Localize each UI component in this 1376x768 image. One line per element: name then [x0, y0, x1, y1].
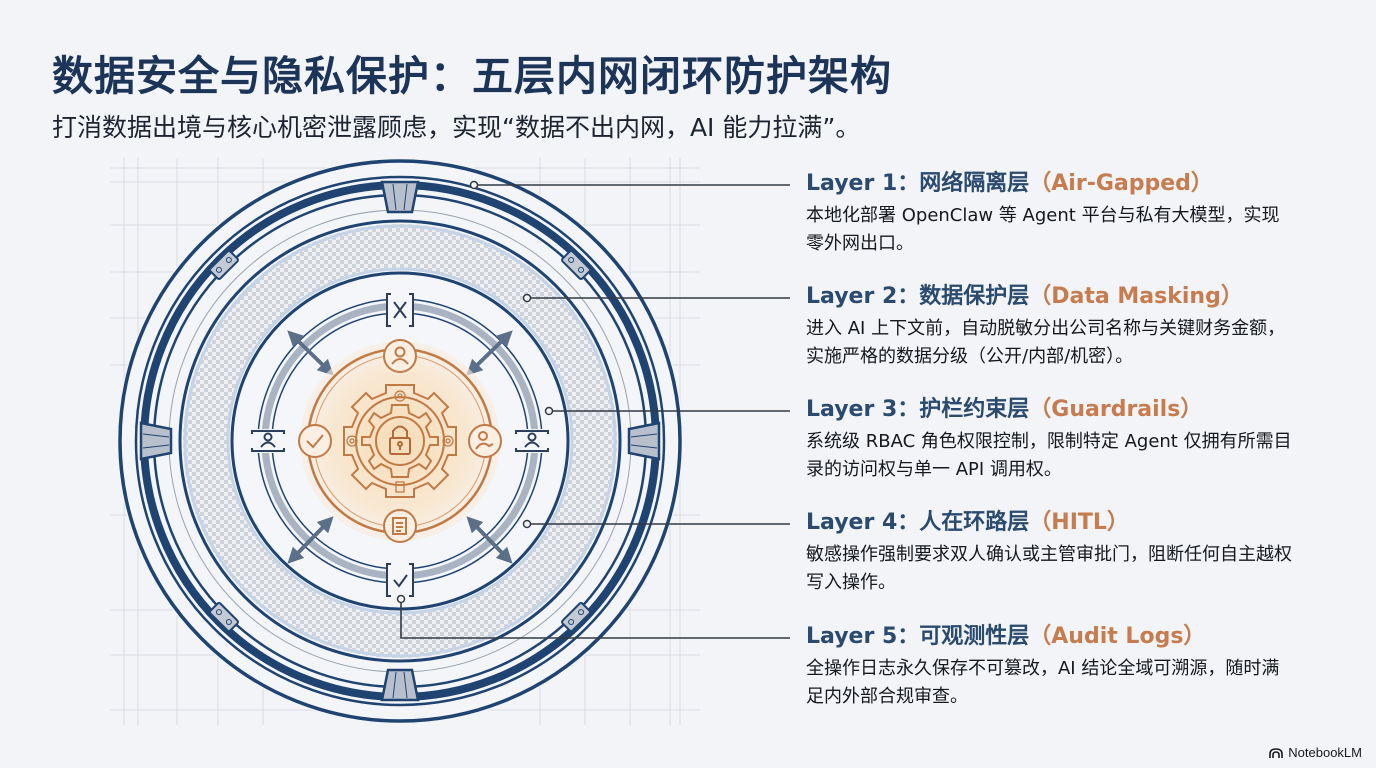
ring-data-masking	[178, 219, 622, 663]
gear-icon	[343, 384, 457, 498]
layer-3-guardrails: Layer 3：护栏约束层（Guardrails） 系统级 RBAC 角色权限控…	[806, 396, 1326, 484]
user-handoff-icon	[468, 424, 502, 458]
layer-description: 敏感操作强制要求双人确认或主管审批门，阻断任何自主越权写入操作。	[806, 544, 1292, 593]
layer-description: 系统级 RBAC 角色权限控制，限制特定 Agent 仅拥有所需目录的访问权与单…	[806, 431, 1292, 480]
person-icon	[514, 429, 550, 453]
layer-heading: Layer 4：人在环路层（HITL）	[806, 510, 1129, 535]
layer-description: 全操作日志永久保存不可篡改，AI 结论全域可溯源，随时满足内外部合规审查。	[806, 658, 1280, 707]
leader-dots	[396, 180, 554, 604]
check-icon	[386, 563, 414, 597]
document-icon	[383, 509, 417, 543]
padlock-icon	[389, 425, 411, 455]
ring-clamps	[208, 249, 592, 633]
expand-arrows	[287, 330, 513, 564]
brand-label: NotebookLM	[1288, 745, 1362, 760]
layer-heading: Layer 5：可观测性层（Audit Logs）	[806, 624, 1206, 649]
layer-heading: Layer 2：数据保护层（Data Masking）	[806, 284, 1243, 309]
cog-icons	[346, 390, 454, 493]
layer-4-hitl: Layer 4：人在环路层（HITL） 敏感操作强制要求双人确认或主管审批门，阻…	[806, 509, 1326, 597]
ring-connectors	[139, 180, 661, 702]
person-icon	[250, 429, 286, 453]
page-title: 数据安全与隐私保护：五层内网闭环防护架构	[52, 52, 892, 100]
layer-heading: Layer 3：护栏约束层（Guardrails）	[806, 397, 1203, 422]
layer-2-data-masking: Layer 2：数据保护层（Data Masking） 进入 AI 上下文前，自…	[806, 283, 1326, 371]
check-icon	[298, 424, 332, 458]
notebooklm-logo-icon	[1269, 747, 1284, 758]
layer-description: 本地化部署 OpenClaw 等 Agent 平台与私有大模型，实现零外网出口。	[806, 205, 1280, 254]
orbit-icons	[298, 339, 502, 543]
user-icon	[383, 339, 417, 373]
layer-5-audit-logs: Layer 5：可观测性层（Audit Logs） 全操作日志永久保存不可篡改，…	[806, 623, 1326, 711]
x-mark-icon	[386, 293, 414, 327]
page-subtitle: 打消数据出境与核心机密泄露顾虑，实现“数据不出内网，AI 能力拉满”。	[52, 113, 861, 142]
leader-lines	[400, 184, 790, 639]
guardrail-brackets	[250, 293, 550, 597]
layer-description: 进入 AI 上下文前，自动脱敏分出公司名称与关键财务金额，实施严格的数据分级（公…	[806, 318, 1286, 367]
layer-heading: Layer 1：网络隔离层（Air-Gapped）	[806, 171, 1213, 196]
layer-1-air-gapped: Layer 1：网络隔离层（Air-Gapped） 本地化部署 OpenClaw…	[806, 170, 1326, 258]
notebooklm-watermark: NotebookLM	[1269, 745, 1362, 760]
